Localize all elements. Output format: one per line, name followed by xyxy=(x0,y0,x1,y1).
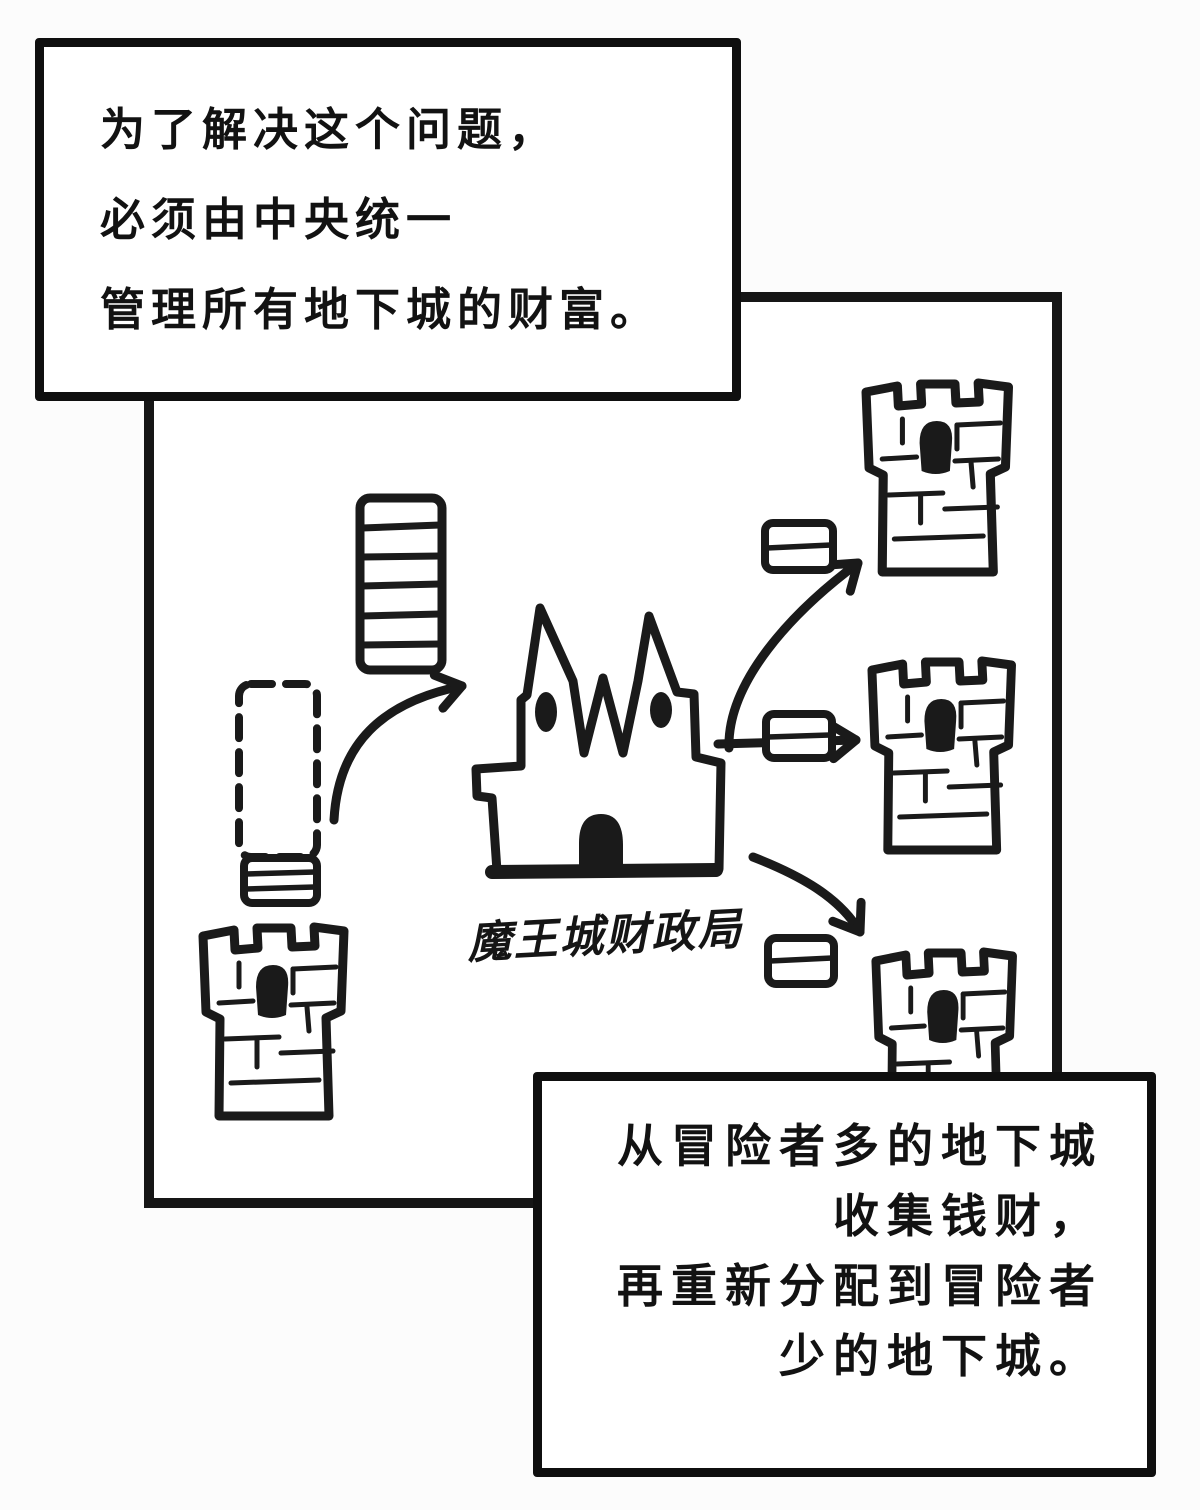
callout-text-line: 再重新分配到冒险者 xyxy=(617,1260,1103,1312)
callout-text-line: 收集钱财， xyxy=(833,1190,1103,1242)
target-coin-stack-2 xyxy=(762,710,836,762)
target-dungeon-tower-2-icon xyxy=(872,661,1012,850)
callout-text-line: 必须由中央统一 xyxy=(100,194,458,245)
castle-window-icon xyxy=(650,692,672,728)
arrow-source-to-bureau xyxy=(329,670,467,825)
target-coin-stack-3 xyxy=(764,934,838,988)
arrow-bureau-to-target-1 xyxy=(724,558,863,753)
target-coin-stack-1 xyxy=(761,519,837,574)
finance-bureau-castle-icon xyxy=(471,603,726,879)
callout-text-line: 为了解决这个问题， xyxy=(100,104,560,155)
callout-text-line: 从冒险者多的地下城 xyxy=(617,1120,1103,1172)
source-dungeon-tower-icon xyxy=(203,927,344,1116)
source-coin-stack xyxy=(240,854,321,907)
collected-coin-stack xyxy=(355,493,447,675)
callout-text-line: 少的地下城。 xyxy=(779,1330,1103,1382)
arrow-bureau-to-target-3 xyxy=(748,852,866,937)
callout-text-line: 管理所有地下城的财富。 xyxy=(100,284,662,335)
castle-door-icon xyxy=(579,814,623,873)
bottom-callout: 从冒险者多的地下城 收集钱财， 再重新分配到冒险者 少的地下城。 xyxy=(533,1072,1156,1477)
top-callout: 为了解决这个问题， 必须由中央统一 管理所有地下城的财富。 xyxy=(35,38,741,401)
castle-window-icon xyxy=(535,692,557,732)
target-dungeon-tower-1-icon xyxy=(866,383,1008,572)
